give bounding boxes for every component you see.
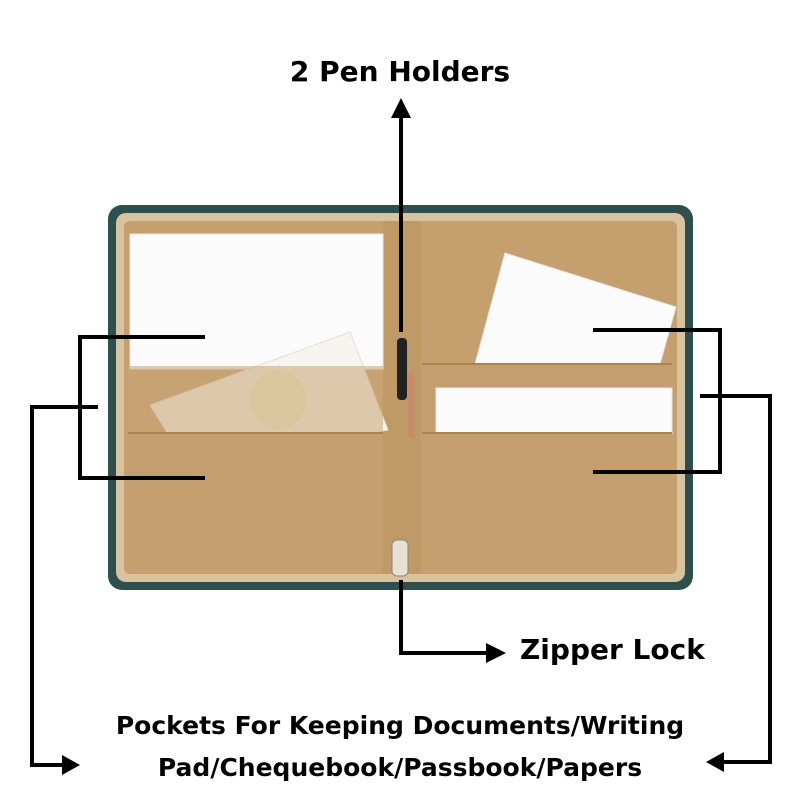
pockets-caption: Pockets For Keeping Documents/Writing Pa… — [0, 705, 800, 789]
left-lower-pocket — [128, 433, 383, 569]
right-lower-pocket — [422, 433, 672, 569]
arrow-left-pockets — [706, 752, 724, 772]
pockets-caption-line2: Pad/Chequebook/Passbook/Papers — [157, 753, 643, 782]
zipper-lock-label: Zipper Lock — [520, 633, 705, 666]
pen-black — [397, 338, 407, 400]
zipper-pull — [391, 539, 409, 577]
pockets-caption-line1: Pockets For Keeping Documents/Writing — [115, 711, 685, 740]
right-paper-lower — [435, 387, 673, 435]
pen-holders-label: 2 Pen Holders — [289, 55, 511, 88]
arrow-right-pockets — [62, 755, 80, 775]
left-upper-pocket — [128, 366, 383, 434]
arrow-up-pen — [391, 98, 411, 118]
arrow-right-zipper — [486, 643, 506, 663]
pen-copper — [408, 372, 415, 438]
